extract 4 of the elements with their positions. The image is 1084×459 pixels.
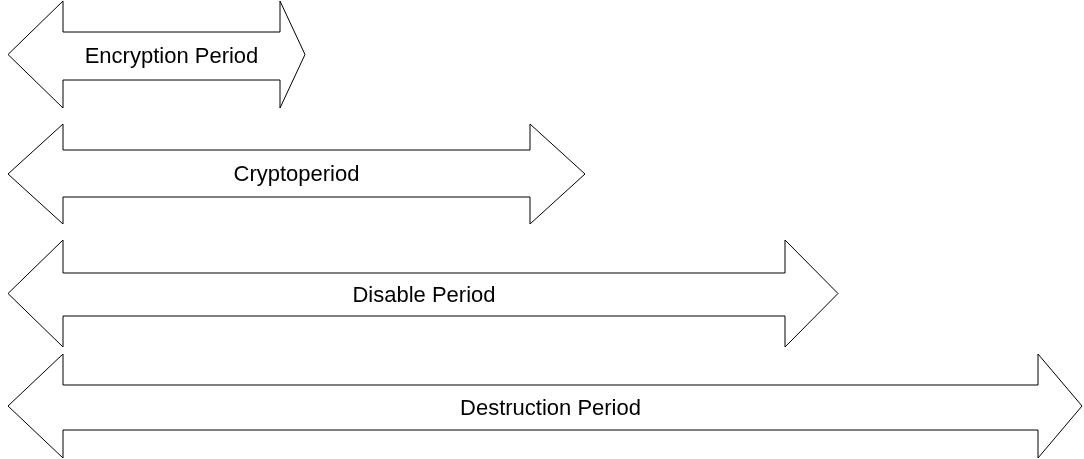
period-label: Disable Period xyxy=(352,283,496,306)
period-label: Cryptoperiod xyxy=(233,162,360,185)
period-label: Encryption Period xyxy=(84,45,259,67)
period-label: Destruction Period xyxy=(460,396,641,419)
